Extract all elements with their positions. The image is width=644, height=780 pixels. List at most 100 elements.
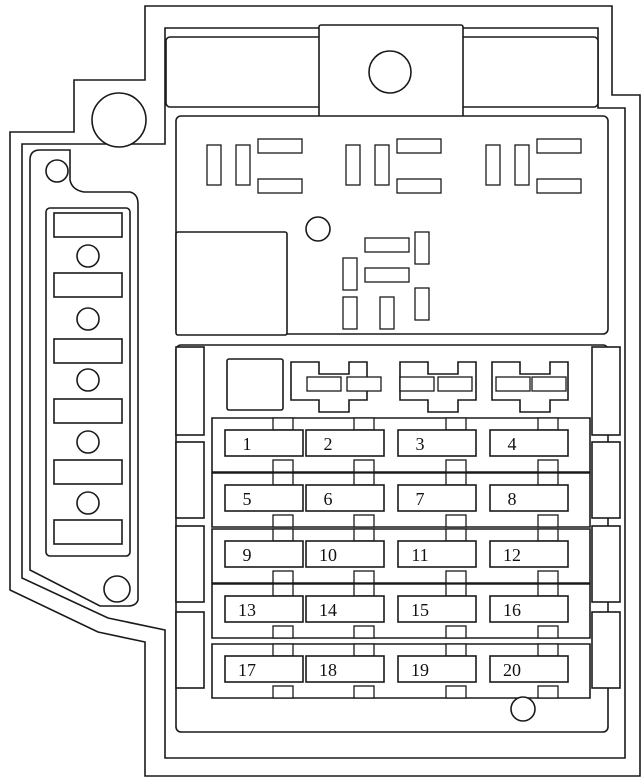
fuse-label: 3 (416, 434, 425, 454)
fuse-10[interactable]: 10 (305, 540, 385, 568)
fuse-slot (305, 655, 385, 683)
fuse-slot (489, 429, 569, 457)
fuse-terminal (445, 459, 467, 473)
fuse-14[interactable]: 14 (305, 595, 385, 623)
fuse-18[interactable]: 18 (305, 655, 385, 683)
fuse-2[interactable]: 2 (305, 429, 385, 457)
fuse-terminal (353, 685, 375, 699)
top-fuse-holder-2 (399, 361, 477, 413)
fuse-8[interactable]: 8 (489, 484, 569, 512)
fuse-6[interactable]: 6 (305, 484, 385, 512)
top-fuse-slot (399, 376, 435, 392)
side-connector-left (175, 346, 205, 436)
fuse-terminal (272, 583, 294, 597)
fuse-7[interactable]: 7 (397, 484, 477, 512)
fuse-label: 2 (324, 434, 333, 454)
fuse-terminal (353, 625, 375, 639)
relay-pin-slot (257, 138, 303, 154)
fuse-label: 9 (243, 545, 252, 565)
fuse-label: 1 (243, 434, 252, 454)
fuse-label: 18 (319, 660, 337, 680)
relay-pin-slot (536, 138, 582, 154)
fuse-11[interactable]: 11 (397, 540, 477, 568)
top-fuse-slot (437, 376, 473, 392)
fuse-terminal (445, 685, 467, 699)
fuse-terminal (537, 643, 559, 657)
relay-pin-slot (206, 144, 222, 186)
fuse-slot (489, 655, 569, 683)
fuse-20[interactable]: 20 (489, 655, 569, 683)
relay-pin-slot (396, 138, 442, 154)
large-relay (175, 231, 288, 336)
fuse-17[interactable]: 17 (224, 655, 304, 683)
fuse-slot (397, 540, 477, 568)
relay-pin-slot (485, 144, 501, 186)
fuse-slot (224, 484, 304, 512)
fuse-terminal (445, 583, 467, 597)
left-strip-slot-5 (53, 459, 123, 485)
left-strip-hole-5 (76, 491, 100, 515)
fuse-label: 20 (503, 660, 521, 680)
fuse-terminal (272, 625, 294, 639)
fuse-4[interactable]: 4 (489, 429, 569, 457)
relay-pin-slot (235, 144, 251, 186)
fuse-terminal (353, 472, 375, 486)
fuse-slot (224, 540, 304, 568)
relay-pin-slot (342, 257, 358, 291)
fuse-1[interactable]: 1 (224, 429, 304, 457)
relay-pin-slot (414, 287, 430, 321)
left-strip-bottom-hole (103, 575, 131, 603)
left-strip-slot-6 (53, 519, 123, 545)
fuse-terminal (272, 685, 294, 699)
relay-pin-slot (364, 237, 410, 253)
fuse-section-hole (510, 696, 536, 722)
relay-pin-slot (374, 144, 390, 186)
fuse-label: 16 (503, 600, 521, 620)
fuse-9[interactable]: 9 (224, 540, 304, 568)
relay-pin-slot (257, 178, 303, 194)
square-relay (226, 358, 284, 411)
fuse-19[interactable]: 19 (397, 655, 477, 683)
fuse-terminal (445, 625, 467, 639)
fuse-terminal (445, 472, 467, 486)
fuse-terminal (537, 514, 559, 528)
left-strip-hole-2 (76, 307, 100, 331)
side-connector-right (591, 441, 621, 519)
mounting-hole-top (91, 92, 147, 148)
top-fuse-slot (531, 376, 567, 392)
fuse-16[interactable]: 16 (489, 595, 569, 623)
fuse-13[interactable]: 13 (224, 595, 304, 623)
side-connector-left (175, 611, 205, 689)
left-strip-hole-3 (76, 368, 100, 392)
fuse-3[interactable]: 3 (397, 429, 477, 457)
fuse-slot (397, 655, 477, 683)
fuse-5[interactable]: 5 (224, 484, 304, 512)
fuse-12[interactable]: 12 (489, 540, 569, 568)
fuse-terminal (353, 583, 375, 597)
fuse-slot (397, 429, 477, 457)
relay-pin-slot (536, 178, 582, 194)
side-connector-right (591, 525, 621, 603)
fuse-terminal (353, 528, 375, 542)
fuse-terminal (445, 643, 467, 657)
fuse-slot (489, 484, 569, 512)
fuse-label: 6 (324, 489, 333, 509)
side-connector-right (591, 611, 621, 689)
fuse-label: 15 (411, 600, 429, 620)
fuse-slot (489, 595, 569, 623)
fuse-slot (305, 429, 385, 457)
fuse-terminal (272, 514, 294, 528)
fuse-terminal (272, 472, 294, 486)
top-fuse-holder-3 (491, 361, 569, 413)
fuse-15[interactable]: 15 (397, 595, 477, 623)
fuse-label: 11 (411, 545, 428, 565)
fuse-slot (224, 429, 304, 457)
fuse-terminal (445, 528, 467, 542)
left-strip-hole-1 (76, 244, 100, 268)
top-fuse-holder-1 (290, 361, 368, 413)
fuse-slot (305, 540, 385, 568)
fuse-label: 17 (238, 660, 256, 680)
relay-pin-slot (379, 296, 395, 330)
fuse-slot (224, 595, 304, 623)
